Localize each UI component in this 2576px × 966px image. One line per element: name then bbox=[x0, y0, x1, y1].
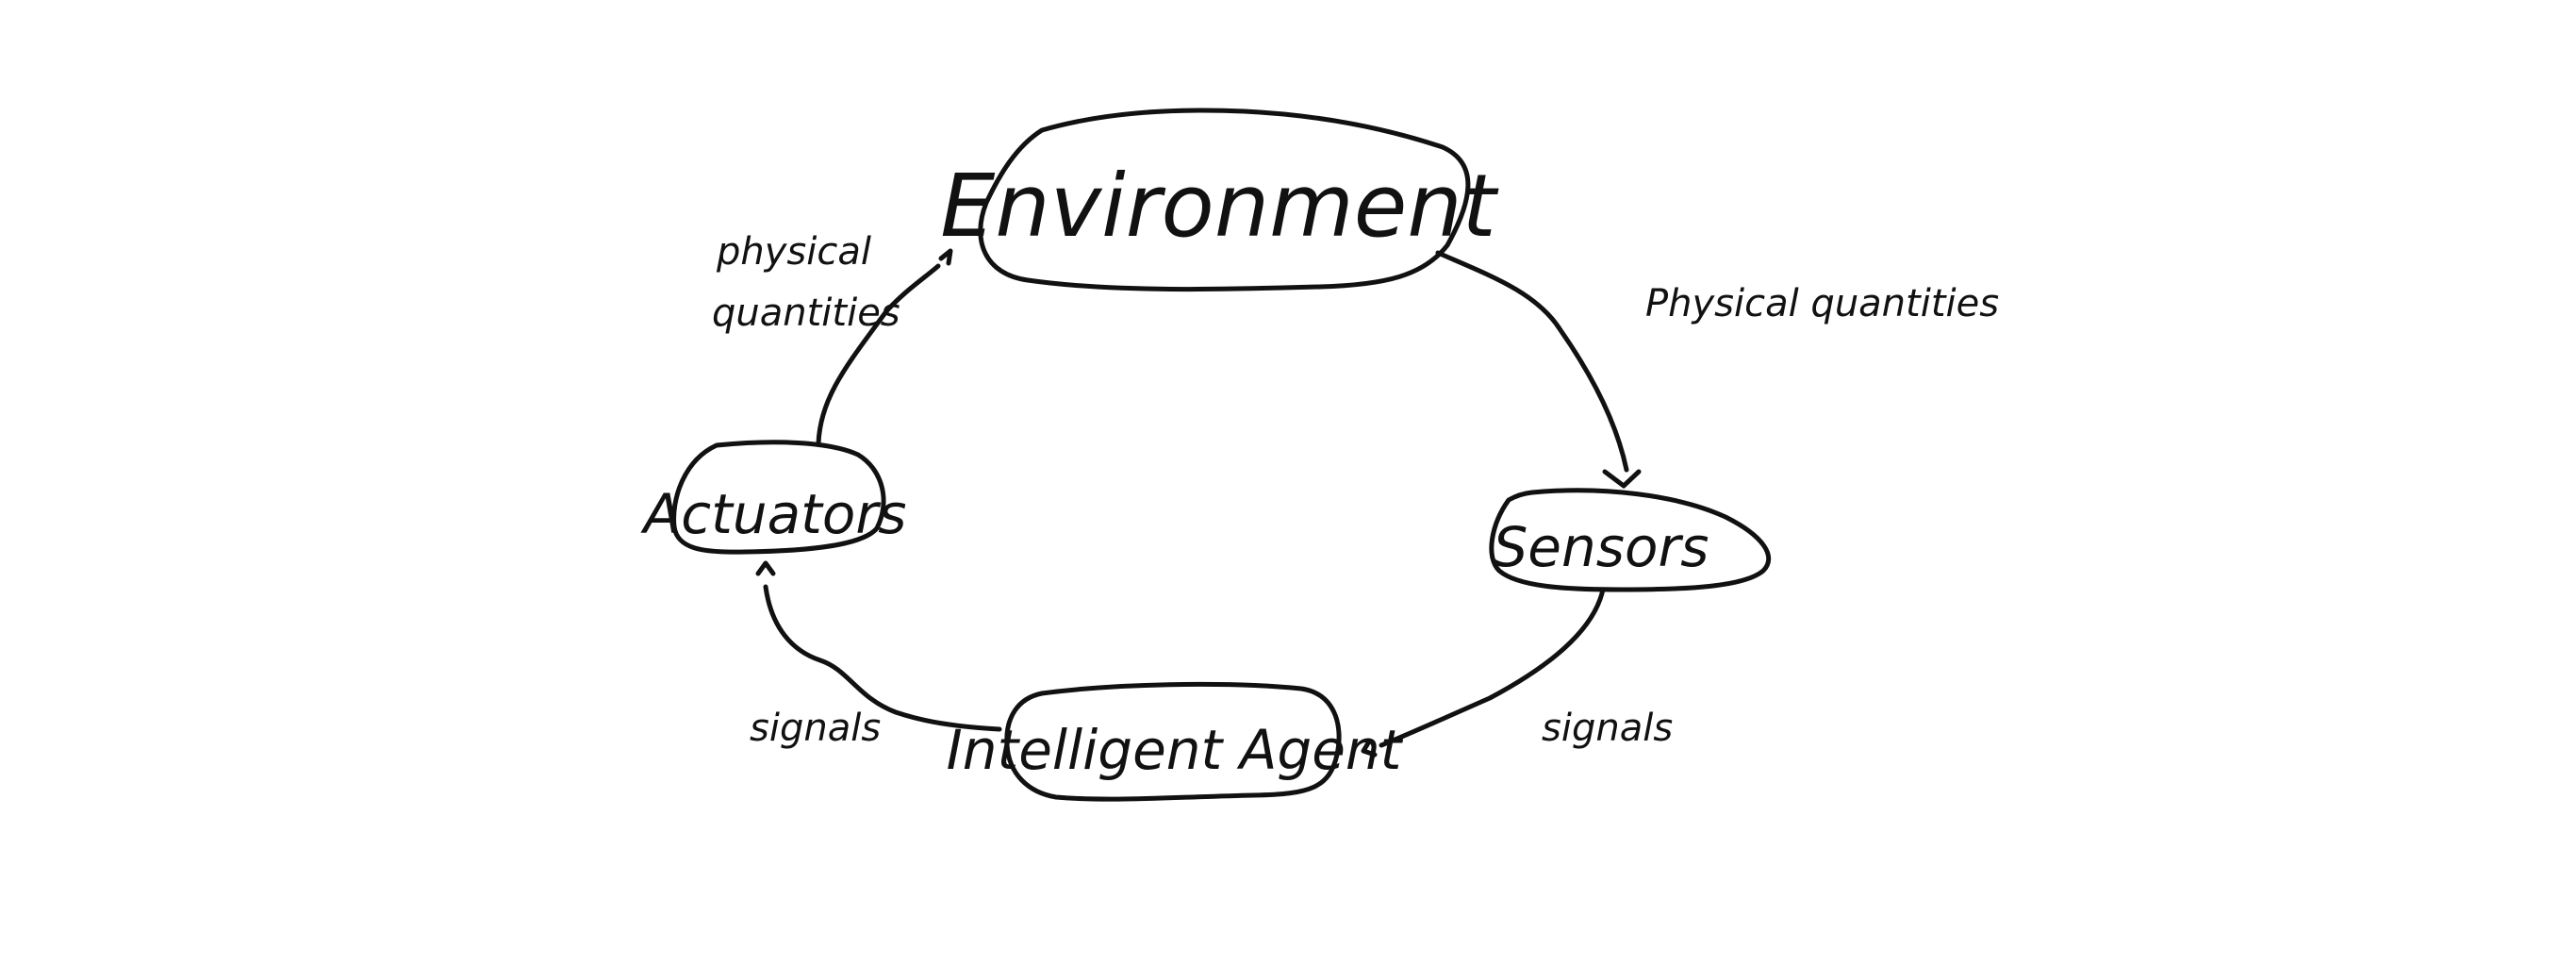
edge-agent-to-actuators-line bbox=[763, 584, 1002, 732]
edge-actuators-to-environment: physical quantities bbox=[712, 230, 953, 446]
edge-sensors-to-agent-label: signals bbox=[1542, 707, 1673, 750]
edge-sensors-to-agent-arrowhead bbox=[1361, 739, 1378, 758]
node-environment: Environment bbox=[940, 108, 1499, 292]
node-environment-label: Environment bbox=[940, 156, 1498, 257]
edge-agent-to-actuators: signals bbox=[750, 560, 1002, 750]
node-actuators: Actuators bbox=[640, 440, 907, 555]
edge-actuators-to-environment-label-line1: physical bbox=[716, 230, 871, 274]
edge-actuators-to-environment-line bbox=[816, 263, 941, 446]
node-sensors-label: Sensors bbox=[1493, 515, 1709, 579]
edge-sensors-to-agent: signals bbox=[1361, 587, 1673, 758]
edge-environment-to-sensors-arrowhead bbox=[1602, 469, 1642, 489]
edge-environment-to-sensors-label: Physical quantities bbox=[1645, 282, 1999, 325]
edge-environment-to-sensors: Physical quantities bbox=[1435, 250, 1999, 489]
node-environment-outline bbox=[978, 108, 1471, 292]
node-actuators-outline bbox=[671, 440, 886, 555]
node-intelligent-agent-outline bbox=[1004, 681, 1342, 802]
edge-actuators-to-environment-label-line2: quantities bbox=[712, 291, 900, 335]
edge-agent-to-actuators-arrowhead bbox=[755, 560, 776, 576]
node-sensors: Sensors bbox=[1489, 488, 1772, 592]
edge-sensors-to-agent-line bbox=[1379, 587, 1606, 748]
edge-environment-to-sensors-line bbox=[1435, 250, 1629, 473]
edge-actuators-to-environment-arrowhead bbox=[938, 248, 953, 266]
node-actuators-label: Actuators bbox=[640, 482, 907, 546]
node-intelligent-agent-label: Intelligent Agent bbox=[947, 718, 1404, 782]
node-sensors-outline bbox=[1489, 488, 1772, 592]
node-intelligent-agent: Intelligent Agent bbox=[947, 681, 1404, 802]
edge-agent-to-actuators-label: signals bbox=[750, 707, 881, 750]
